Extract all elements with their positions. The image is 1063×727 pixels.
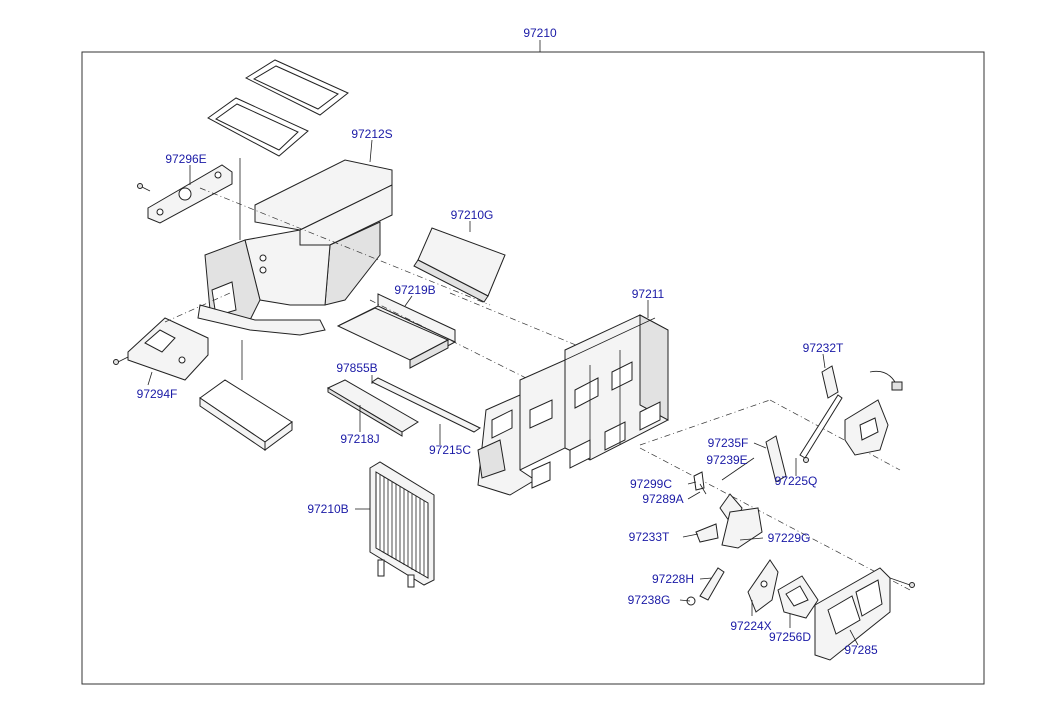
callout-leaders <box>147 139 859 646</box>
assembly-frame <box>81 51 985 685</box>
callout-97232T[interactable]: 97232T <box>803 341 844 355</box>
lever-drawing <box>765 435 809 483</box>
actuator-drawing <box>799 365 903 459</box>
callout-97235F[interactable]: 97235F <box>708 436 749 450</box>
callout-97211[interactable]: 97211 <box>632 287 665 301</box>
assembly-axis <box>164 292 231 323</box>
callout-97256D[interactable]: 97256D <box>769 630 811 644</box>
assembly-axis <box>639 399 771 446</box>
callout-97239E[interactable]: 97239E <box>706 453 747 467</box>
door-panel-drawing <box>413 227 506 303</box>
motor-actuator-drawing <box>777 575 819 619</box>
assembly-number: 97210 <box>523 26 557 40</box>
cam-plate-drawing <box>747 559 779 613</box>
door-rod-drawing <box>370 377 482 433</box>
callout-97219B[interactable]: 97219B <box>394 283 435 297</box>
callout-97228H[interactable]: 97228H <box>652 572 694 586</box>
cover-plate-drawing <box>814 567 915 661</box>
bracket-drawing <box>137 164 233 224</box>
link-arm-drawing <box>693 471 763 549</box>
callout-97210G[interactable]: 97210G <box>451 208 494 222</box>
assembly-axis <box>639 447 911 591</box>
callout-97212S[interactable]: 97212S <box>351 127 392 141</box>
blend-door-drawing <box>326 379 419 437</box>
heater-case-drawing <box>477 314 669 496</box>
intake-duct-drawing <box>197 159 393 336</box>
callout-97289A[interactable]: 97289A <box>642 492 683 506</box>
small-lever-drawing <box>695 523 719 543</box>
assembly-axis <box>449 292 601 356</box>
callout-97210B[interactable]: 97210B <box>307 502 348 516</box>
rod-link-drawing <box>686 567 725 606</box>
callout-97294F[interactable]: 97294F <box>137 387 178 401</box>
callout-97285[interactable]: 97285 <box>844 643 878 657</box>
filter-tray-drawing <box>199 379 293 451</box>
assembly-axis <box>199 187 491 306</box>
callout-97299C[interactable]: 97299C <box>630 477 672 491</box>
gasket-upper-drawing <box>244 59 349 116</box>
callout-97229G[interactable]: 97229G <box>768 531 811 545</box>
callout-97855B[interactable]: 97855B <box>336 361 377 375</box>
callout-97215C[interactable]: 97215C <box>429 443 471 457</box>
heater-core-drawing <box>369 461 435 588</box>
callout-97225Q[interactable]: 97225Q <box>775 474 818 488</box>
callout-97224X[interactable]: 97224X <box>730 619 771 633</box>
callout-97233T[interactable]: 97233T <box>629 530 670 544</box>
callout-97238G[interactable]: 97238G <box>628 593 671 607</box>
assembly-axis <box>369 299 561 396</box>
callout-97218J[interactable]: 97218J <box>340 432 379 446</box>
callout-97296E[interactable]: 97296E <box>165 152 206 166</box>
gasket-lower-drawing <box>207 97 309 157</box>
mount-bracket-drawing <box>113 317 209 381</box>
temp-door-drawing <box>336 307 450 369</box>
